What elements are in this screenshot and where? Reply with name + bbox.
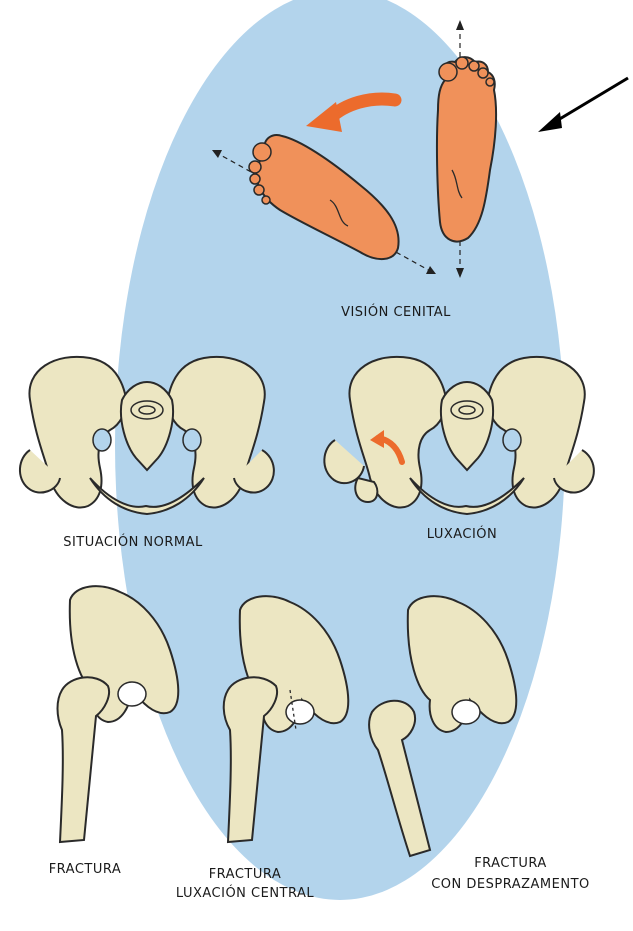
label-vision-cenital: VISIÓN CENITAL	[296, 305, 496, 320]
pointer-arrow-icon	[538, 78, 628, 132]
label-fractura-luxacion-central: FRACTURA LUXACIÓN CENTRAL	[140, 865, 350, 903]
label-situacion-normal: SITUACIÓN NORMAL	[18, 535, 248, 550]
label-fractura: FRACTURA	[20, 862, 150, 877]
label-fractura-luxacion-line2: LUXACIÓN CENTRAL	[140, 884, 350, 903]
label-fractura-luxacion-line1: FRACTURA	[140, 865, 350, 884]
label-fractura-desprazamento-line1: FRACTURA	[388, 853, 633, 874]
label-fractura-desprazamento-line2: CON DESPRAZAMENTO	[388, 874, 633, 895]
label-luxacion: LUXACIÓN	[392, 527, 532, 542]
label-fractura-desprazamento: FRACTURA CON DESPRAZAMENTO	[388, 853, 633, 895]
